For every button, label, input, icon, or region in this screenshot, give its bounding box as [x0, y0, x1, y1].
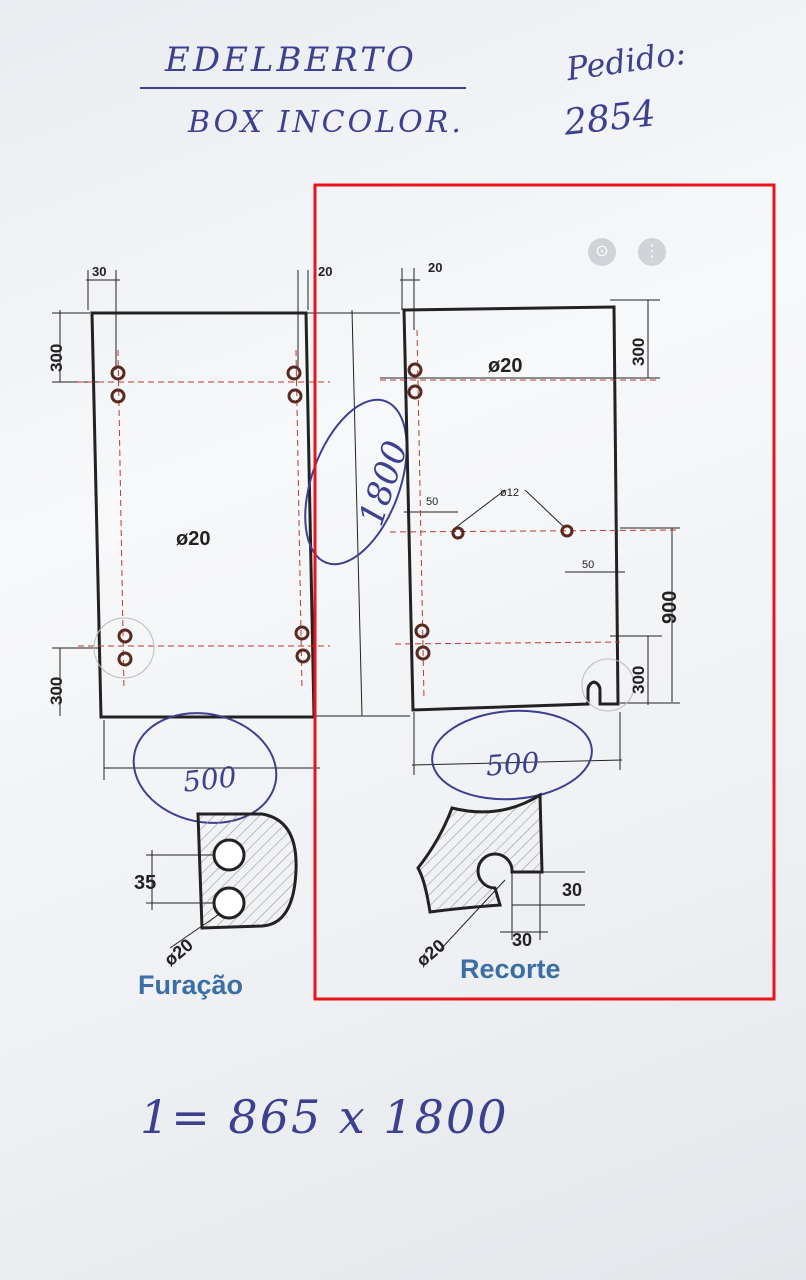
width-circle-right [431, 709, 593, 801]
dim-left-width: 500 [181, 760, 238, 798]
dim-right-hole: ø20 [488, 355, 522, 377]
dim-drill-spacing: 35 [134, 872, 156, 894]
dim-left-top-offset: 30 [92, 264, 106, 279]
dim-right-width: 500 [485, 746, 541, 783]
dim-drill-hole: ø20 [160, 935, 197, 970]
hole-marker [414, 623, 430, 639]
dim-right-left-inset: 50 [426, 496, 438, 508]
dim-right-small-hole: ø12 [500, 487, 519, 499]
dim-left-right-offset: 20 [318, 264, 332, 279]
hole-marker [451, 526, 465, 540]
dim-right-right-inset: 50 [582, 559, 594, 571]
right-panel-outline [402, 305, 620, 712]
footer-note: 1= 865 x 1800 [140, 1090, 509, 1144]
hole-marker [110, 388, 126, 404]
dim-cutout-h: 30 [512, 930, 532, 950]
left-panel [52, 270, 330, 780]
detail-drilling [146, 812, 298, 949]
hole-marker [117, 628, 133, 644]
zoom-icon[interactable]: ⊙ [588, 238, 616, 266]
dim-left-bottom: 300 [47, 677, 66, 705]
hole-marker [117, 651, 133, 667]
hole-marker [407, 384, 423, 400]
dim-left-top: 300 [47, 344, 66, 372]
hole-marker [295, 648, 311, 664]
hole-marker [110, 365, 126, 381]
dim-right-left-offset: 20 [428, 260, 442, 275]
hole-marker [407, 362, 423, 378]
dim-cutout-hole: ø20 [412, 935, 449, 970]
detail-cutout [416, 792, 585, 951]
dim-left-hole: ø20 [176, 528, 210, 550]
hole-marker [294, 625, 310, 641]
client-name: EDELBERTO [165, 40, 417, 80]
highlight-box [313, 183, 776, 1001]
hole-marker [287, 388, 303, 404]
more-options-icon[interactable]: ⋮ [638, 238, 666, 266]
hole-marker [286, 365, 302, 381]
dim-cutout-v: 30 [562, 880, 582, 900]
dim-right-mid: 900 [659, 591, 681, 624]
hole-marker [415, 645, 431, 661]
dim-right-top: 300 [629, 338, 648, 366]
hole-marker [560, 524, 574, 538]
caption-drilling: Furação [138, 970, 243, 1000]
right-panel [380, 268, 681, 775]
caption-cutout: Recorte [460, 954, 561, 984]
dim-right-bottom: 300 [629, 666, 648, 694]
width-circle-left [132, 712, 278, 824]
product-name: BOX INCOLOR. [188, 105, 464, 140]
